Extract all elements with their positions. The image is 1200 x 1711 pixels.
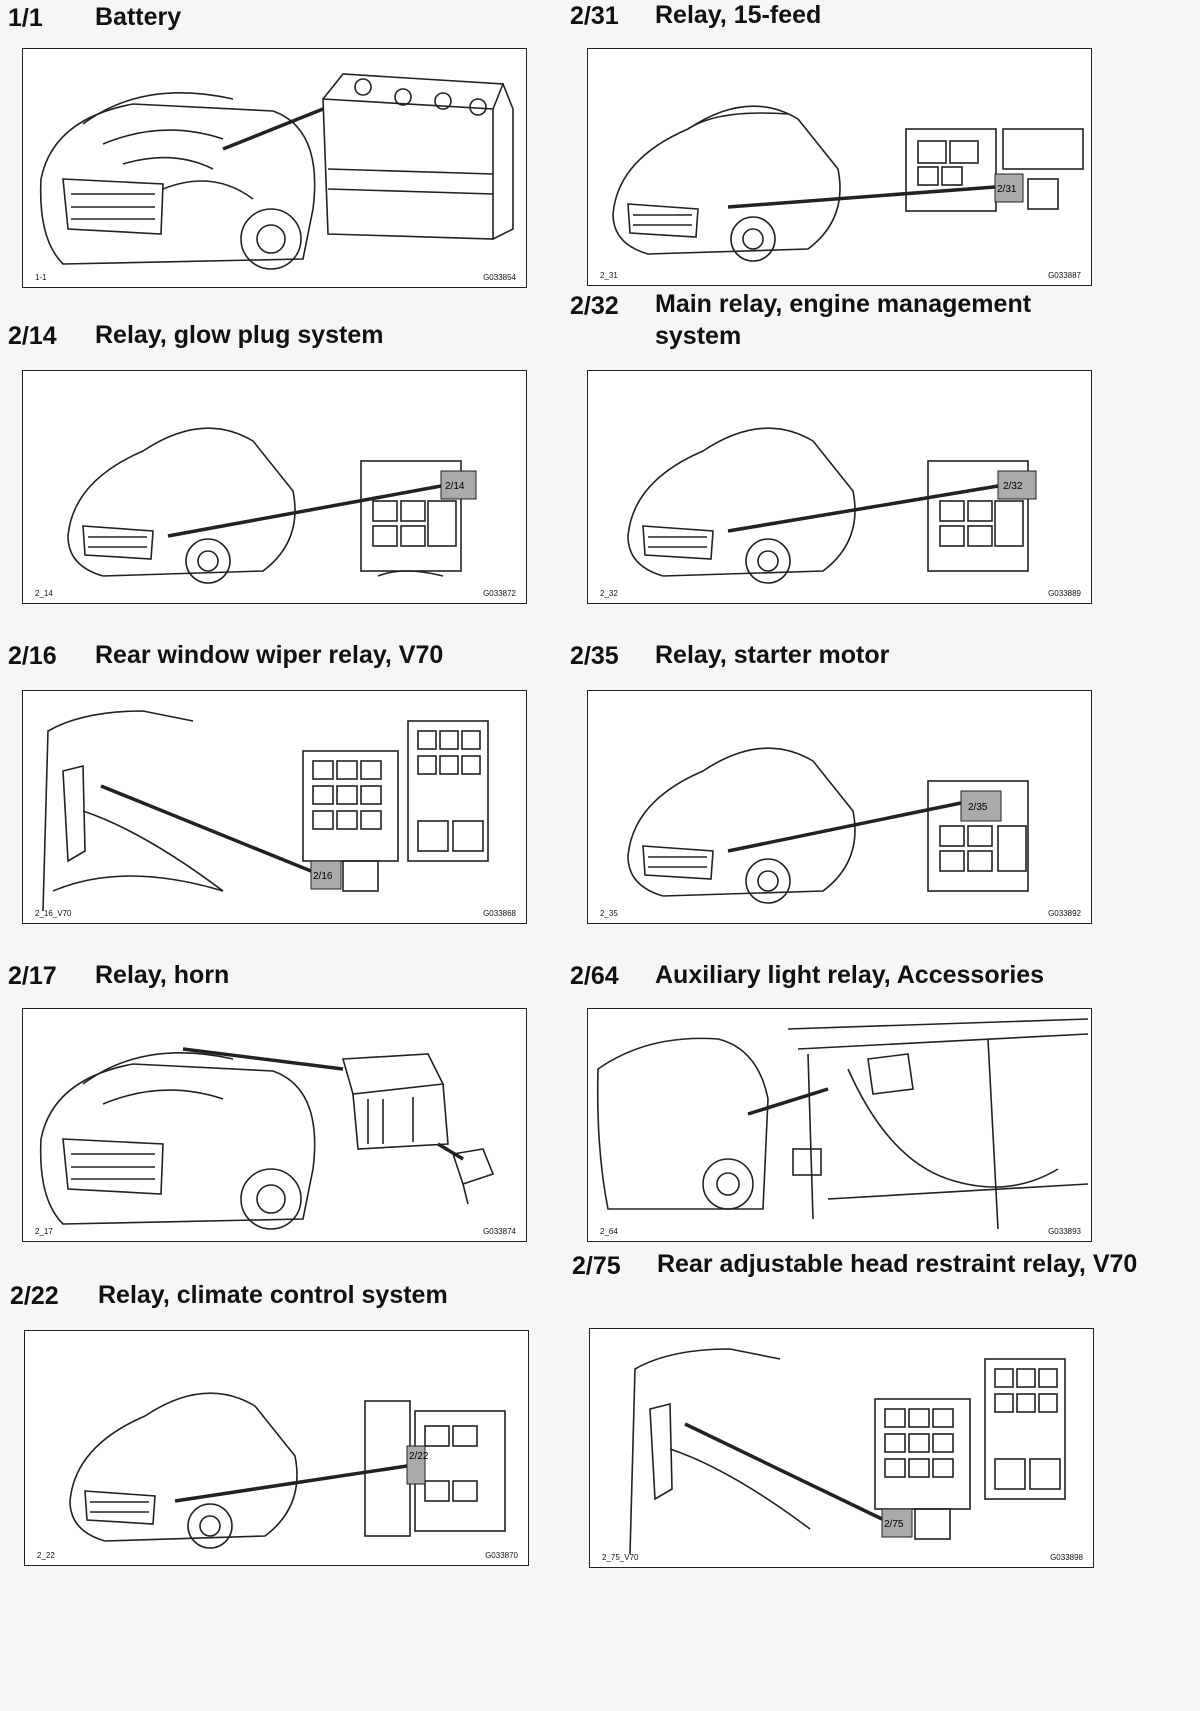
entry-title: Relay, horn [95,961,230,989]
panel-ref: G033870 [485,1551,518,1560]
panel-ref: G033874 [483,1227,516,1236]
entry-title: Rear adjustable head restraint relay, V7… [657,1250,1138,1278]
car-fusebox-illustration: 2/35 [627,747,1029,904]
entry-code: 2/14 [8,322,57,350]
horn-relay-illustration [39,1047,495,1230]
panel-id: 2_64 [600,1227,618,1236]
illustration-panel: 1-1 G033854 [22,48,527,288]
relay-tag: 2/31 [997,184,1017,195]
illustration-panel: 2/14 2_14 G033872 [22,370,527,604]
car-fusebox-illustration: 2/22 [69,1392,506,1549]
entry-code: 2/32 [570,292,619,320]
battery-illustration [39,73,514,270]
panel-id: 2_32 [600,589,618,598]
relay-tag: 2/22 [409,1451,429,1462]
entry-title: Auxiliary light relay, Accessories [655,961,1045,989]
entry-code: 2/31 [570,2,619,30]
entry-code: 2/16 [8,642,57,670]
entry-code: 2/22 [10,1282,59,1310]
illustration-panel: 2/75 2_75_V70 G033898 [589,1328,1094,1568]
panel-ref: G033872 [483,589,516,598]
illustration-panel: 2_64 G033893 [587,1008,1092,1242]
cargo-fusebox-illustration: 2/75 [629,1348,1066,1555]
entry-title: Relay, starter motor [655,641,890,669]
panel-ref: G033868 [483,909,516,918]
auxiliary-relay-illustration [596,1018,1089,1230]
panel-ref: G033889 [1048,589,1081,598]
entry-title: Main relay, engine management system [655,290,1032,350]
relay-tag: 2/75 [884,1519,904,1530]
relay-tag: 2/35 [968,802,988,813]
panel-id: 1-1 [35,273,47,282]
panel-id: 2_16_V70 [35,909,72,918]
entry-code: 2/35 [570,642,619,670]
illustration-panel: 2/35 2_35 G033892 [587,690,1092,924]
entry-title: Relay, glow plug system [95,321,384,349]
entry-title: Rear window wiper relay, V70 [95,641,444,669]
illustration-panel: 2/31 2_31 G033887 [587,48,1092,286]
panel-ref: G033898 [1050,1553,1083,1562]
car-fusebox-illustration: 2/14 [67,427,477,584]
entry-code: 2/64 [570,962,619,990]
car-fusebox-illustration: 2/32 [627,427,1037,584]
car-fusebox-illustration: 2/31 [612,105,1084,262]
panel-id: 2_31 [600,271,618,280]
illustration-panel: 2/22 2_22 G033870 [24,1330,529,1566]
illustration-panel: 2/16 2_16_V70 G033868 [22,690,527,924]
relay-tag: 2/32 [1003,481,1023,492]
entry-title: Relay, climate control system [98,1281,448,1309]
panel-id: 2_35 [600,909,618,918]
panel-ref: G033893 [1048,1227,1081,1236]
panel-id: 2_14 [35,589,53,598]
relay-tag: 2/16 [313,871,333,882]
panel-ref: G033854 [483,273,516,282]
panel-ref: G033892 [1048,909,1081,918]
relay-tag: 2/14 [445,481,465,492]
entry-code: 2/17 [8,962,57,990]
illustration-panel: 2/32 2_32 G033889 [587,370,1092,604]
panel-id: 2_17 [35,1227,53,1236]
entry-title: Battery [95,3,182,31]
cargo-fusebox-illustration: 2/16 [42,710,489,912]
panel-id: 2_75_V70 [602,1553,639,1562]
entry-code: 2/75 [572,1252,621,1280]
panel-id: 2_22 [37,1551,55,1560]
panel-ref: G033887 [1048,271,1081,280]
entry-code: 1/1 [8,4,43,32]
illustration-panel: 2_17 G033874 [22,1008,527,1242]
entry-title: Relay, 15-feed [655,1,822,29]
